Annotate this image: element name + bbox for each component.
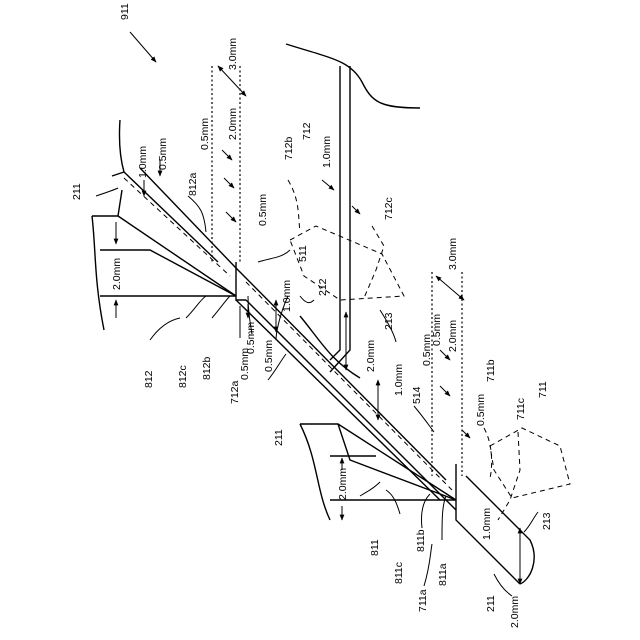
dim-label: 0.5mm [257,194,269,226]
ref-label: 712 [301,122,313,140]
dim-label: 2.0mm [227,108,239,140]
ref-label: 211 [71,183,83,200]
dim-label: 3.0mm [447,238,459,270]
ref-label: 213 [383,312,395,330]
ref-label: 712c [383,197,395,220]
dim-label: 2.0mm [509,596,521,628]
ref-label: 811a [437,563,449,586]
ref-label: 812b [201,356,213,380]
dim-label: 1.0mm [137,146,149,178]
ref-label: 711b [485,359,497,382]
ref-label: 711c [515,398,527,420]
outer-contour-top [286,44,420,108]
dim-label: 2.0mm [365,340,377,372]
dim-label: 0.5mm [157,138,169,170]
dim-label: 2.0mm [111,258,123,290]
figure-ref-arrow [130,32,156,62]
dimension-arrows [116,66,520,584]
ref-label: 712a [229,380,241,404]
dim-label: 0.5mm [263,340,275,372]
dim-label: 0.5mm [431,314,443,346]
dim-label: 1.0mm [481,508,493,540]
ref-label: 812c [177,365,189,388]
ref-label: 211 [485,595,497,612]
labels: 911 3.0mm 0.5mm 2.0mm 0.5mm 1.0mm 0.5mm … [71,3,553,628]
dim-label: 3.0mm [227,38,239,70]
ref-911: 911 [119,3,131,20]
dim-label: 0.5mm [475,394,487,426]
ref-label: 213 [541,512,553,530]
dim-label: 1.0mm [281,280,293,312]
ref-label: 711 [537,381,549,398]
dim-label: 1.0mm [393,364,405,396]
ref-label: 812 [143,370,155,388]
dim-label: 1.0mm [321,136,333,168]
channel-712 [330,66,350,372]
ref-label: 711a [417,589,429,612]
ref-label: 811b [415,529,427,552]
ref-label: 712b [283,136,295,160]
ref-label: 811 [369,539,381,556]
ref-label: 211 [273,429,285,446]
ref-label: 811c [393,562,405,584]
dim-label: 2.0mm [337,468,349,500]
dimension-guides [212,66,462,476]
lower-body-811 [300,424,534,584]
ref-label: 212 [317,278,329,296]
dim-label: 2.0mm [447,320,459,352]
ref-label: 511 [297,245,309,262]
dim-label: 0.5mm [199,118,211,150]
ref-label: 514 [411,386,423,404]
dim-label: 0.5mm [239,348,251,380]
ref-label: 812a [187,172,199,196]
